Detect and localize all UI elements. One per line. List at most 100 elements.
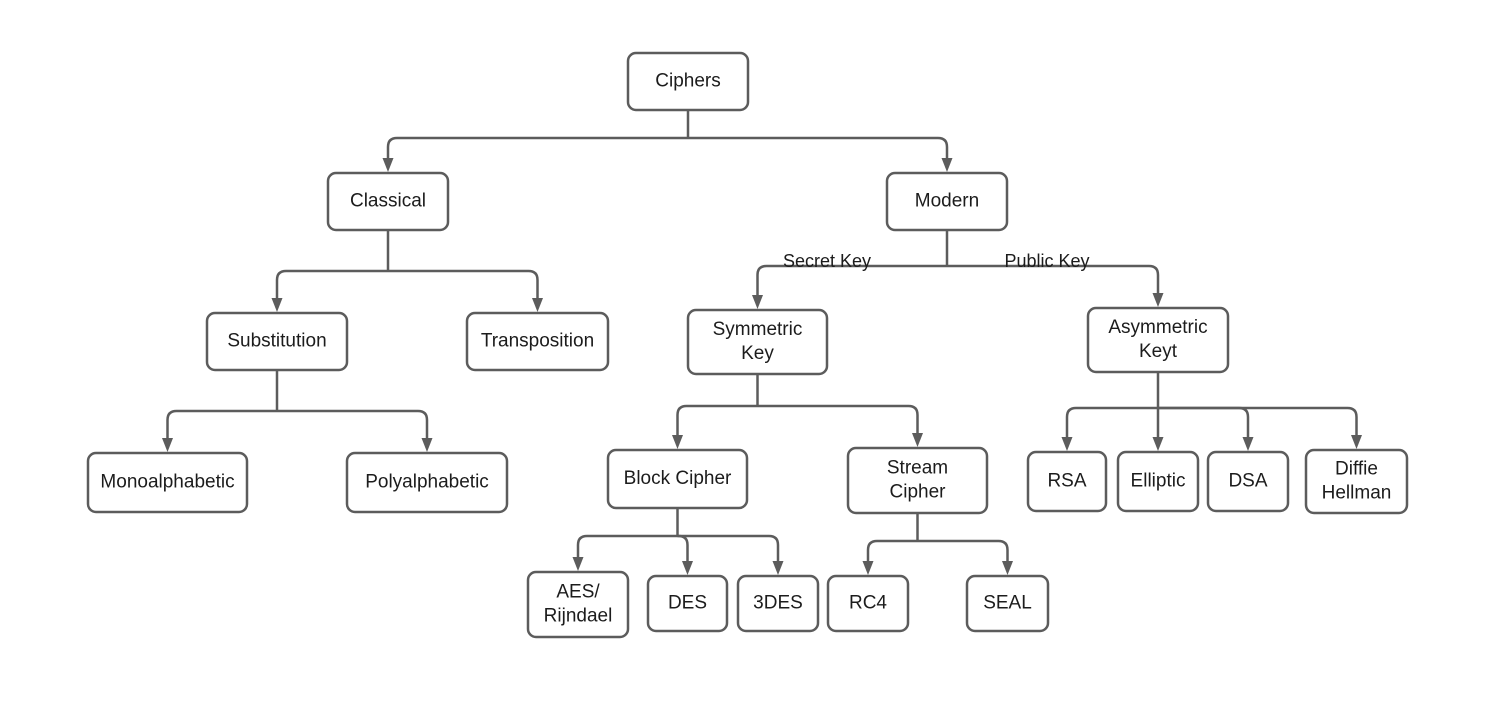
edge-arrowhead — [532, 298, 543, 312]
edges-layer — [162, 110, 1362, 575]
node-label: SEAL — [983, 593, 1032, 614]
node-label: Key — [741, 343, 774, 364]
node-label: Ciphers — [655, 71, 720, 92]
node-label: Block Cipher — [624, 468, 732, 489]
edge-arrowhead — [1152, 293, 1164, 307]
node-label: Keyt — [1139, 341, 1178, 362]
node-box — [686, 308, 829, 376]
node-label: AES/ — [556, 582, 600, 603]
edge-arrowhead — [1242, 437, 1254, 451]
node-label: RSA — [1047, 471, 1086, 492]
node-label: DSA — [1228, 471, 1267, 492]
edge-arrowhead — [421, 438, 433, 452]
node-substitution[interactable]: Substitution — [205, 311, 349, 372]
edge-arrowhead — [382, 158, 394, 172]
node-box — [736, 574, 820, 633]
edge-elbow — [947, 264, 1160, 293]
node-block-cipher[interactable]: Block Cipher — [606, 448, 749, 510]
node-box — [1116, 450, 1200, 513]
node-box — [1086, 306, 1230, 374]
node-monoalphabetic[interactable]: Monoalphabetic — [86, 451, 249, 514]
edge-elbow — [1065, 406, 1158, 437]
edge-arrowhead — [1061, 437, 1073, 451]
edge-elbow — [756, 264, 947, 295]
node-label: Cipher — [890, 482, 947, 503]
edge-elbow — [677, 534, 780, 561]
node-label: Monoalphabetic — [100, 472, 234, 493]
edge-arrowhead — [682, 561, 693, 575]
edge-arrowhead — [1152, 437, 1164, 451]
node-classical[interactable]: Classical — [326, 171, 450, 232]
node-aes-rijndael[interactable]: AES/Rijndael — [526, 570, 630, 639]
node-box — [1304, 448, 1409, 515]
edge-arrowhead — [772, 561, 784, 575]
secret-key-label: Secret Key — [783, 251, 871, 271]
node-rc4[interactable]: RC4 — [826, 574, 910, 633]
edge-elbow — [277, 409, 429, 438]
node-ciphers[interactable]: Ciphers — [626, 51, 750, 112]
node-label: Asymmetric — [1108, 317, 1207, 338]
node-label: DES — [668, 593, 707, 614]
node-3des[interactable]: 3DES — [736, 574, 820, 633]
edge-elbow — [688, 136, 949, 158]
node-elliptic[interactable]: Elliptic — [1116, 450, 1200, 513]
node-label: Hellman — [1322, 483, 1392, 504]
edge-arrowhead — [941, 158, 953, 172]
node-label: Rijndael — [544, 606, 613, 627]
node-label: Classical — [350, 191, 426, 212]
node-label: Elliptic — [1131, 471, 1186, 492]
node-rsa[interactable]: RSA — [1026, 450, 1108, 513]
edge-elbow — [1158, 406, 1358, 435]
edge-elbow — [166, 409, 277, 438]
node-box — [626, 51, 750, 112]
edge-elbow — [1158, 406, 1250, 437]
edge-elbow — [676, 404, 758, 435]
node-box — [646, 574, 729, 633]
node-modern[interactable]: Modern — [885, 171, 1009, 232]
node-des[interactable]: DES — [646, 574, 729, 633]
edge-labels-layer: Secret Key Public Key — [783, 251, 1090, 271]
edge-elbow — [917, 539, 1009, 561]
edge-arrowhead — [1351, 435, 1362, 449]
edge-arrowhead — [1002, 561, 1013, 575]
node-label: Transposition — [481, 331, 594, 352]
edge-elbow — [757, 404, 919, 433]
node-seal[interactable]: SEAL — [965, 574, 1050, 633]
node-box — [1026, 450, 1108, 513]
node-box — [345, 451, 509, 514]
edge-elbow — [576, 534, 678, 557]
node-box — [465, 311, 610, 372]
edge-arrowhead — [912, 433, 923, 447]
node-box — [86, 451, 249, 514]
node-label: Stream — [887, 458, 948, 479]
node-label: Substitution — [227, 331, 326, 352]
edge-arrowhead — [862, 561, 874, 575]
node-label: Diffie — [1335, 459, 1378, 480]
node-dsa[interactable]: DSA — [1206, 450, 1290, 513]
edge-elbow — [386, 136, 688, 158]
node-box — [965, 574, 1050, 633]
node-label: Modern — [915, 191, 979, 212]
node-transposition[interactable]: Transposition — [465, 311, 610, 372]
node-polyalphabetic[interactable]: Polyalphabetic — [345, 451, 509, 514]
public-key-label: Public Key — [1004, 251, 1089, 271]
node-box — [885, 171, 1009, 232]
edge-elbow — [275, 269, 388, 298]
node-box — [526, 570, 630, 639]
node-box — [606, 448, 749, 510]
edge-arrowhead — [752, 295, 763, 309]
edge-elbow — [388, 269, 539, 298]
node-label: 3DES — [753, 593, 803, 614]
node-box — [205, 311, 349, 372]
edge-arrowhead — [672, 435, 683, 449]
node-box — [826, 574, 910, 633]
edge-elbow — [677, 534, 689, 561]
edge-arrowhead — [162, 438, 173, 452]
